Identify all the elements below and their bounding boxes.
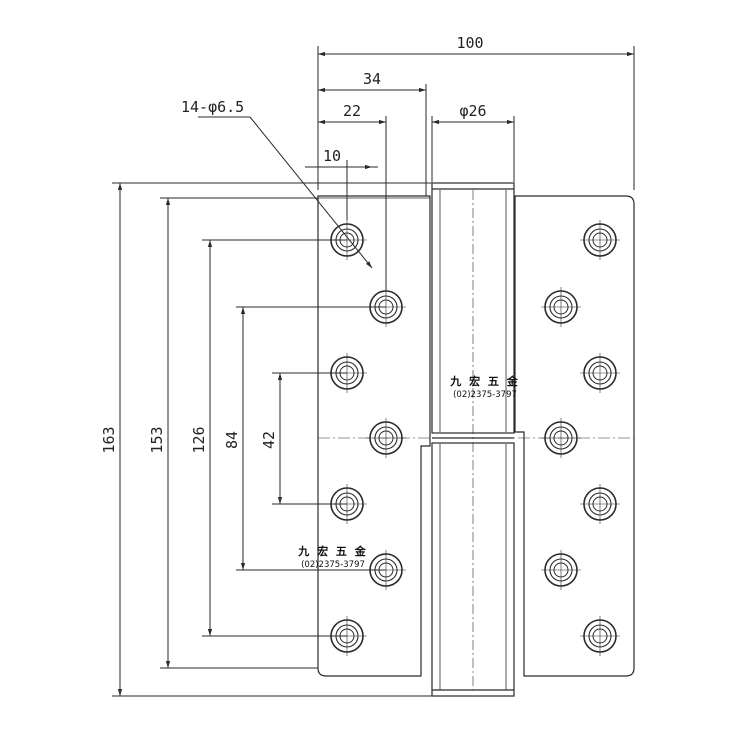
screw-hole: [580, 484, 620, 524]
right-hinge-leaf: [514, 195, 635, 677]
screw-hole: [541, 550, 581, 590]
screw-hole: [580, 353, 620, 393]
screw-hole: [366, 418, 406, 458]
watermark-name: 九 宏 五 金: [449, 374, 520, 388]
dim-22-text: 22: [343, 102, 361, 120]
screw-hole: [580, 220, 620, 260]
hole-spec-text: 14-φ6.5: [181, 98, 244, 116]
dim-100-text: 100: [456, 34, 483, 52]
dim-153-text: 153: [148, 426, 166, 453]
screw-hole: [541, 287, 581, 327]
watermark-name: 九 宏 五 金: [297, 544, 368, 558]
hinge-knuckle: [431, 182, 515, 697]
watermark-2: 九 宏 五 金 (02)2375-3797: [297, 544, 368, 570]
watermark-phone: (02)2375-3797: [453, 390, 517, 400]
dim-10-text: 10: [323, 147, 341, 165]
dim-163-text: 163: [100, 426, 118, 453]
dim-42-text: 42: [260, 431, 278, 449]
dim-126-text: 126: [190, 426, 208, 453]
left-hinge-leaf: [317, 195, 431, 677]
dim-34-text: 34: [363, 70, 381, 88]
watermark-phone: (02)2375-3797: [301, 560, 365, 570]
watermark-1: 九 宏 五 金 (02)2375-3797: [449, 374, 520, 400]
dim-phi26-text: φ26: [459, 102, 486, 120]
dim-84-text: 84: [223, 431, 241, 449]
screw-hole: [541, 418, 581, 458]
screw-hole: [580, 616, 620, 656]
